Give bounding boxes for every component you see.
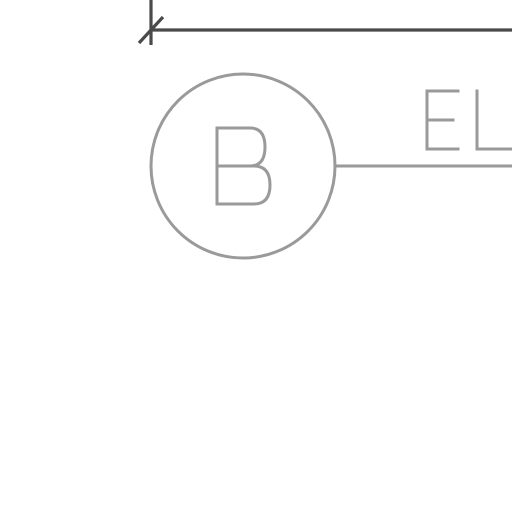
dimension-line [137, 0, 512, 45]
grid-bubble [149, 72, 337, 260]
grid-bubble-circle [149, 72, 337, 260]
elevation-label [425, 89, 512, 151]
dimension-tick [137, 15, 165, 45]
grid-bubble-letter [215, 126, 272, 206]
